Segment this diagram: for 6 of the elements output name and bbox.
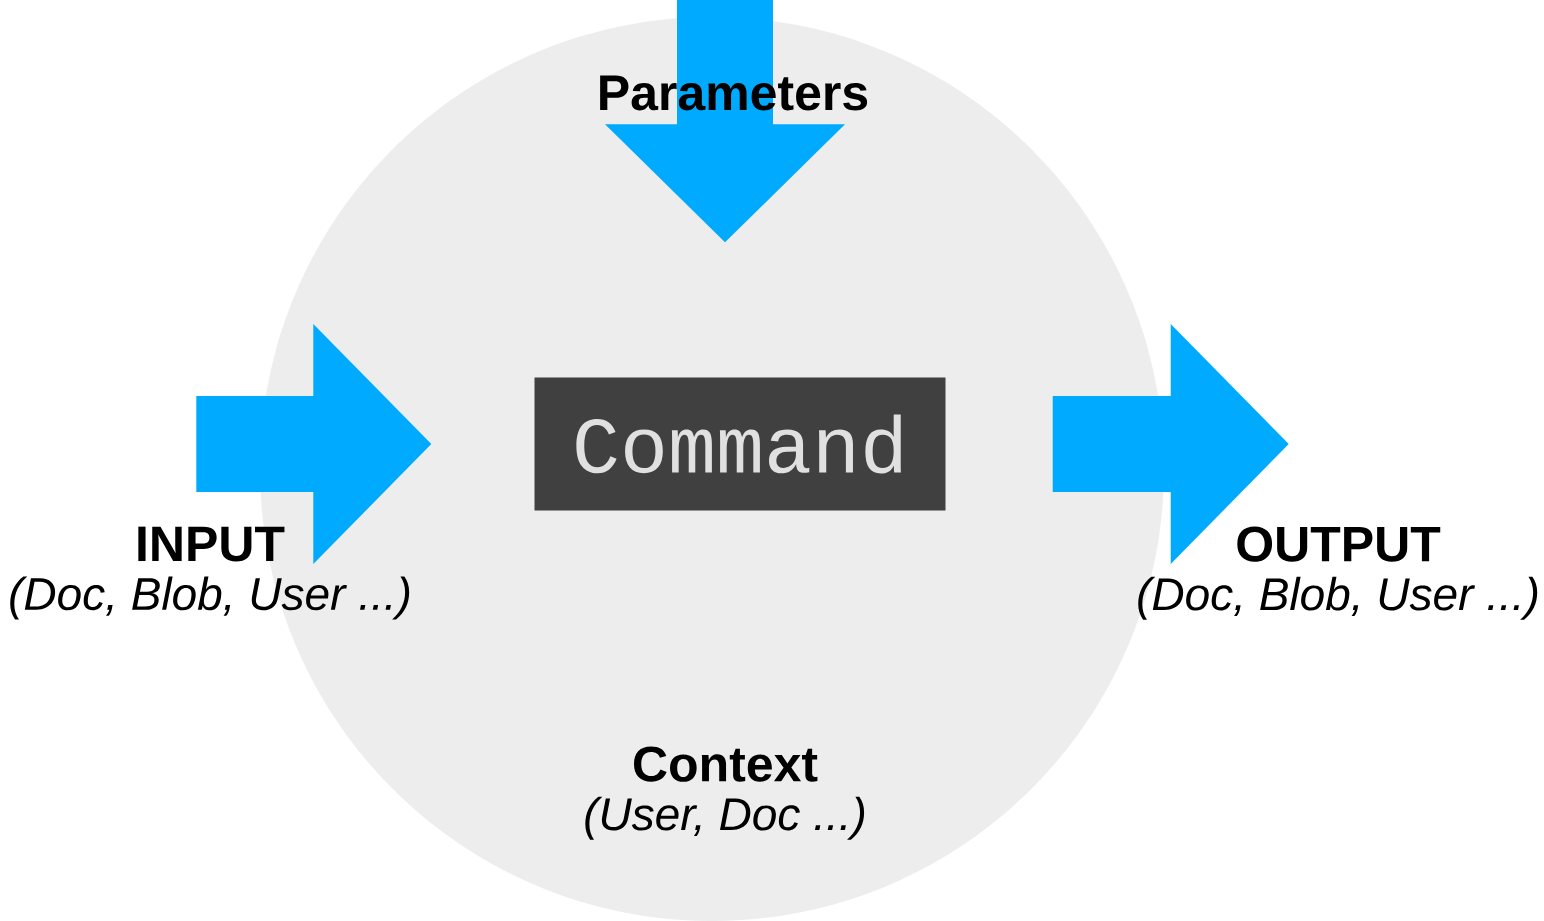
data-label: INPUT (Doc, Blob, User ...)	[10, 526, 410, 620]
block-arrow	[196, 324, 432, 564]
command-box: Command	[534, 377, 946, 511]
block-arrow	[605, 0, 845, 243]
data-label: OUTPUT (Doc, Blob, User ...)	[1138, 526, 1538, 620]
block-arrow	[1052, 324, 1289, 564]
